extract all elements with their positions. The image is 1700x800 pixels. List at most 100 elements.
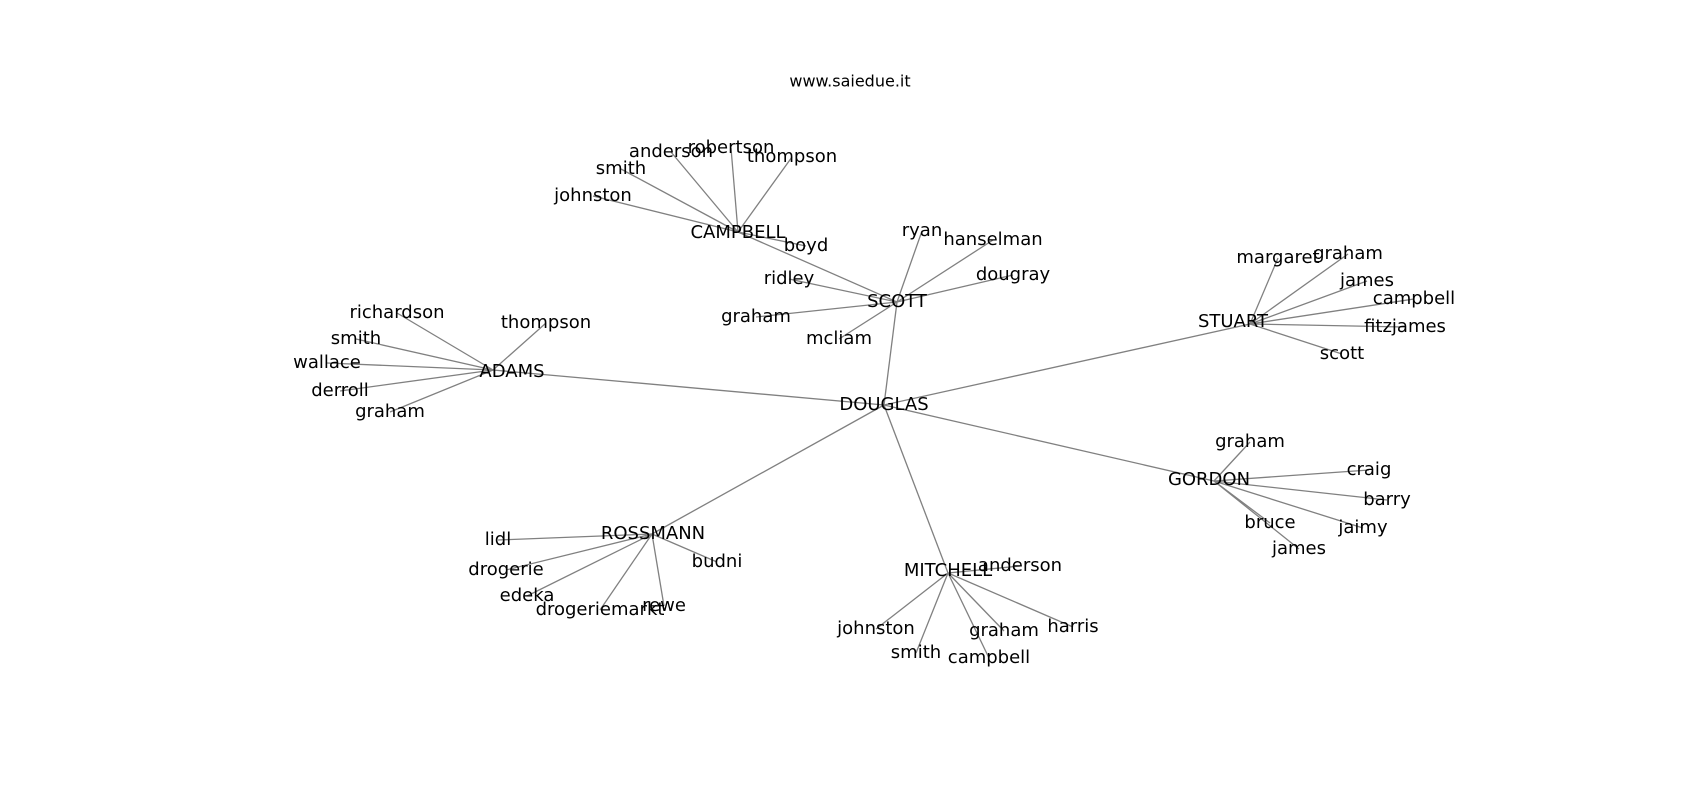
node-r-drogerie: drogerie xyxy=(468,559,543,580)
edge-douglas-mitchell xyxy=(883,404,949,574)
edge-scott-s_ridley xyxy=(788,278,898,303)
diagram-title: www.saiedue.it xyxy=(789,72,910,91)
node-r-rewe: rewe xyxy=(642,595,686,616)
node-st-campbell: campbell xyxy=(1373,288,1455,309)
node-s-dougray: dougray xyxy=(976,264,1051,285)
node-r-budni: budni xyxy=(692,551,743,572)
edge-adams-a_graham xyxy=(389,369,494,413)
node-s-graham: graham xyxy=(721,306,791,327)
node-m-campbell: campbell xyxy=(948,647,1030,668)
edge-campbell-c_anderson xyxy=(670,151,739,233)
edge-douglas-gordon xyxy=(883,404,1215,482)
edge-rossmann-r_lidl xyxy=(497,533,653,541)
node-a-richardson: richardson xyxy=(349,302,444,323)
edge-stuart-st_campbell xyxy=(1249,298,1415,325)
edge-adams-a_derroll xyxy=(339,369,494,392)
edge-rossmann-r_budni xyxy=(651,533,718,563)
edge-douglas-adams xyxy=(492,369,885,406)
edge-stuart-st_fitzjames xyxy=(1249,323,1406,328)
edge-gordon-g_barry xyxy=(1213,480,1388,501)
edge-campbell-c_thompson xyxy=(737,156,793,233)
node-g-jaimy: jaimy xyxy=(1337,517,1388,538)
edge-scott-s_dougray xyxy=(896,274,1014,303)
edge-adams-a_thompson xyxy=(492,322,547,371)
edge-campbell-c_robertson xyxy=(730,147,739,233)
node-s-ryan: ryan xyxy=(902,220,943,241)
edge-stuart-st_scott xyxy=(1249,323,1343,355)
edges xyxy=(326,147,1415,659)
edge-scott-s_hanselman xyxy=(896,239,994,303)
node-a-thompson: thompson xyxy=(501,312,591,333)
node-a-graham: graham xyxy=(355,401,425,422)
node-r-edeka: edeka xyxy=(500,585,555,606)
node-g-james: james xyxy=(1271,538,1326,559)
node-c-boyd: boyd xyxy=(784,235,829,256)
node-s-hanselman: hanselman xyxy=(943,229,1042,250)
node-g-barry: barry xyxy=(1363,489,1411,510)
edge-scott-s_graham xyxy=(755,301,898,318)
edge-mitchell-m_johnston xyxy=(875,572,949,630)
node-m-harris: harris xyxy=(1047,616,1098,637)
edge-mitchell-m_anderson xyxy=(947,565,1021,574)
edge-rossmann-r_drogeriemarkt xyxy=(599,533,653,611)
edge-mitchell-m_campbell xyxy=(947,572,990,659)
node-douglas: DOUGLAS xyxy=(839,394,928,415)
edge-rossmann-r_edeka xyxy=(526,533,653,597)
node-scott: SCOTT xyxy=(867,291,928,312)
edge-gordon-g_james xyxy=(1213,480,1300,550)
node-campbell: CAMPBELL xyxy=(690,222,785,243)
edge-douglas-scott xyxy=(883,301,898,406)
edge-mitchell-m_smith xyxy=(915,572,949,654)
edge-stuart-st_james xyxy=(1249,280,1368,325)
node-a-smith: smith xyxy=(331,328,381,349)
node-m-smith: smith xyxy=(891,642,941,663)
node-c-smith: smith xyxy=(596,158,646,179)
edge-campbell-c_smith xyxy=(620,168,739,233)
edge-adams-a_wallace xyxy=(326,362,494,371)
node-mitchell: MITCHELL xyxy=(904,560,992,581)
node-s-mcliam: mcliam xyxy=(806,328,872,349)
node-rossmann: ROSSMANN xyxy=(601,523,705,544)
node-m-johnston: johnston xyxy=(836,618,915,639)
node-st-scott: scott xyxy=(1320,343,1364,364)
node-g-bruce: bruce xyxy=(1244,512,1295,533)
edge-adams-a_smith xyxy=(355,338,494,371)
node-st-fitzjames: fitzjames xyxy=(1364,316,1446,337)
node-r-drogeriemarkt: drogeriemarkt xyxy=(536,599,665,620)
node-s-ridley: ridley xyxy=(764,268,815,289)
node-adams: ADAMS xyxy=(479,361,544,382)
edge-scott-s_mcliam xyxy=(838,301,898,340)
node-c-robertson: robertson xyxy=(688,137,775,158)
edge-campbell-c_boyd xyxy=(737,231,807,247)
node-st-graham: graham xyxy=(1313,243,1383,264)
edge-mitchell-m_harris xyxy=(947,572,1074,628)
edge-mitchell-m_graham xyxy=(947,572,1005,632)
node-a-derroll: derroll xyxy=(311,380,369,401)
node-st-james: james xyxy=(1339,270,1394,291)
edge-campbell-c_johnston xyxy=(592,195,739,233)
edge-scott-s_ryan xyxy=(896,230,923,303)
node-m-graham: graham xyxy=(969,620,1039,641)
edge-douglas-stuart xyxy=(883,323,1251,406)
node-labels: DOUGLAS CAMPBELL SCOTT STUART ADAMS GORDON ROS… xyxy=(293,137,1455,668)
node-c-johnston: johnston xyxy=(553,185,632,206)
node-c-anderson: anderson xyxy=(629,141,713,162)
node-stuart: STUART xyxy=(1198,311,1269,332)
edge-stuart-st_graham xyxy=(1249,253,1349,325)
node-st-margaret: margaret xyxy=(1236,247,1319,268)
node-m-anderson: anderson xyxy=(978,555,1062,576)
node-r-lidl: lidl xyxy=(485,529,511,550)
edge-gordon-g_craig xyxy=(1213,469,1370,482)
node-g-graham: graham xyxy=(1215,431,1285,452)
node-g-craig: craig xyxy=(1347,459,1392,480)
node-a-wallace: wallace xyxy=(293,352,361,373)
edge-douglas-rossmann xyxy=(651,404,885,535)
edge-gordon-g_jaimy xyxy=(1213,480,1364,529)
node-c-thompson: thompson xyxy=(747,146,837,167)
edge-adams-a_richardson xyxy=(396,312,494,371)
edge-scott-campbell xyxy=(737,231,898,303)
edge-gordon-g_graham xyxy=(1213,441,1251,482)
edge-stuart-st_margaret xyxy=(1249,257,1279,325)
node-gordon: GORDON xyxy=(1168,469,1250,490)
